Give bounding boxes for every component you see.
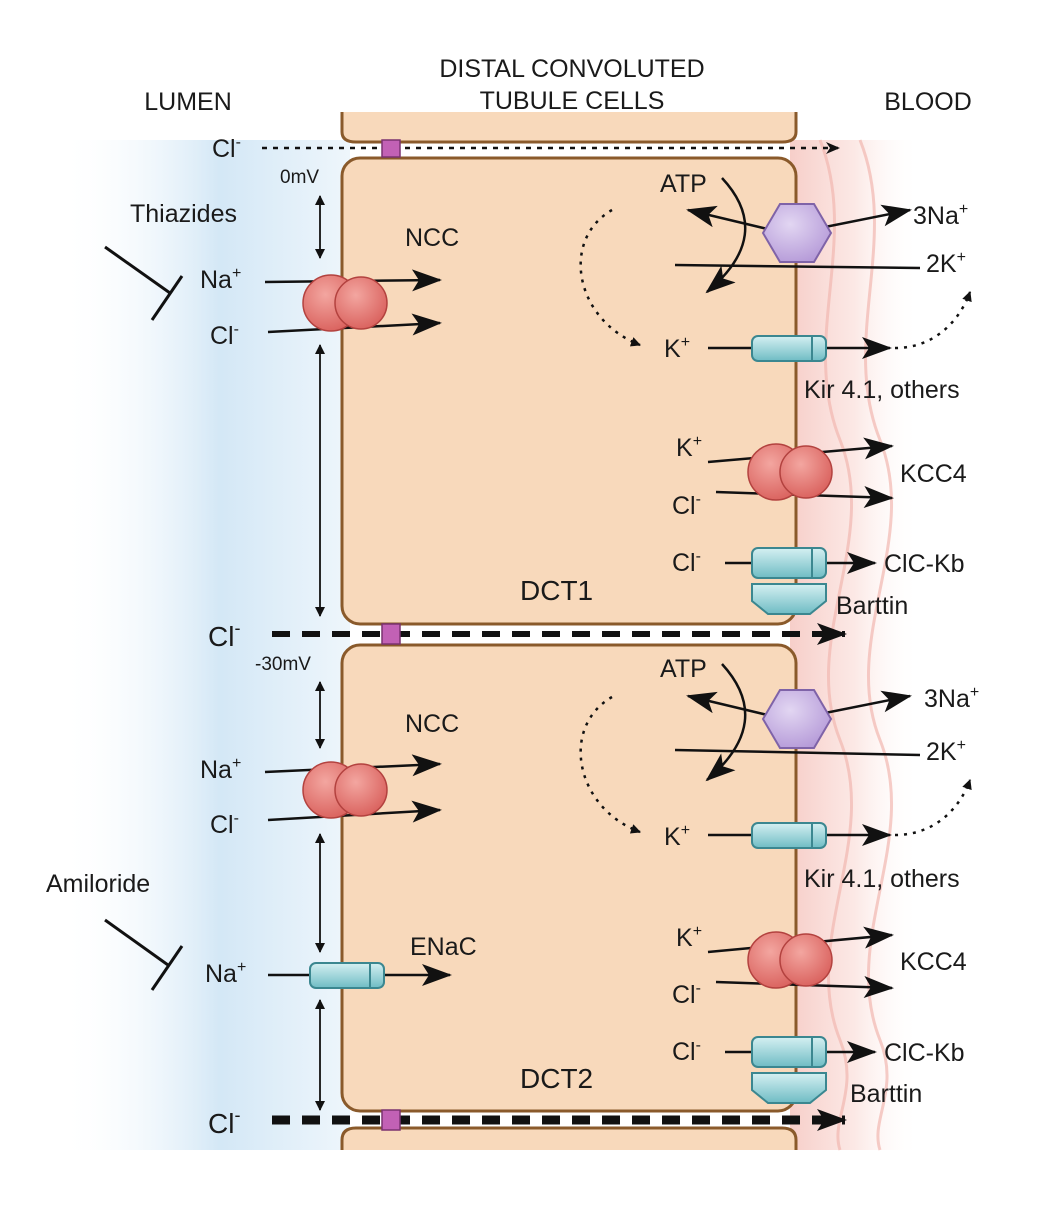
na-k-atpase-dct1 [761, 203, 833, 263]
atp-label-dct1: ATP [660, 170, 707, 198]
dct1-cell-label: DCT1 [520, 575, 593, 606]
amiloride-label: Amiloride [46, 870, 150, 898]
dct1-cell [340, 156, 798, 626]
cl-ion-ncc2: Cl- [210, 810, 239, 839]
k-ion-kcc4-dct1: K+ [676, 433, 702, 462]
dct2-cell-label: DCT2 [520, 1063, 593, 1094]
clckb-channel-dct1 [751, 547, 827, 579]
thiazides-inhibitor-symbol [104, 245, 184, 321]
kcc4-transporter-dct2 [747, 931, 833, 989]
na-k-atpase-dct2 [761, 689, 833, 749]
ncc1-label: NCC [405, 224, 459, 252]
voltage-dct1: 0mV [280, 167, 319, 188]
cl-ion-middle: Cl- [208, 618, 240, 652]
amiloride-inhibitor-symbol [104, 918, 184, 991]
ncc1-transporter [302, 274, 388, 332]
kcc4-label-dct1: KCC4 [900, 460, 967, 488]
clckb-label-dct1: ClC-Kb [884, 550, 965, 578]
cl-ion-clckb-dct2: Cl- [672, 1037, 701, 1066]
voltage-dct2: -30mV [255, 654, 311, 675]
k-recycle-arrow-dct1 [579, 208, 641, 347]
enac-channel [309, 962, 385, 989]
tight-junction-top [381, 139, 401, 158]
tight-junction-bottom [381, 1109, 401, 1131]
dct2-cell [340, 643, 798, 1113]
barttin-subunit-dct2 [751, 1072, 827, 1104]
kir-channel-dct2 [751, 822, 827, 849]
barttin-label-dct2: Barttin [850, 1080, 922, 1108]
na3-label-dct1: 3Na+ [913, 201, 968, 230]
top-partial-cell [340, 112, 798, 144]
atpase-flux-dct1 [674, 177, 921, 294]
kir-label-dct1: Kir 4.1, others [804, 376, 960, 404]
k-ion-kcc4-dct2: K+ [676, 923, 702, 952]
kcc4-label-dct2: KCC4 [900, 948, 967, 976]
kir-label-dct2: Kir 4.1, others [804, 865, 960, 893]
clckb-label-dct2: ClC-Kb [884, 1039, 965, 1067]
dct-header-line2: TUBULE CELLS [480, 87, 665, 115]
tight-junction-middle [381, 623, 401, 645]
na3-label-dct2: 3Na+ [924, 684, 979, 713]
atp-label-dct2: ATP [660, 655, 707, 683]
bottom-partial-cell [340, 1126, 798, 1150]
cl-ion-kcc4-dct1: Cl- [672, 491, 701, 520]
cl-ion-clckb-dct1: Cl- [672, 548, 701, 577]
dct-header-line1: DISTAL CONVOLUTED [439, 55, 704, 83]
cl-ion-bottom: Cl- [208, 1105, 240, 1139]
na-ion-enac: Na+ [205, 959, 246, 988]
na-ion-ncc1: Na+ [200, 265, 241, 294]
na-ion-ncc2: Na+ [200, 755, 241, 784]
blood-wavy-lines [818, 139, 894, 1151]
kir-channel-dct1 [751, 335, 827, 362]
ncc2-label: NCC [405, 710, 459, 738]
barttin-subunit-dct1 [751, 583, 827, 615]
k-ion-kir-dct2: K+ [664, 822, 690, 851]
enac-label: ENaC [410, 933, 477, 961]
barttin-label-dct1: Barttin [836, 592, 908, 620]
thiazides-label: Thiazides [130, 200, 237, 228]
cl-ion-top: Cl- [212, 134, 241, 163]
lumen-header: LUMEN [144, 88, 232, 116]
ncc2-transporter [302, 761, 388, 819]
blood-header: BLOOD [884, 88, 972, 116]
clckb-channel-dct2 [751, 1036, 827, 1068]
k-exit-dotted-dct1 [894, 291, 972, 350]
lumen-region [60, 140, 350, 1150]
k-recycle-arrow-dct2 [579, 695, 641, 834]
k2-label-dct1: 2K+ [926, 249, 966, 278]
kcc4-transporter-dct1 [747, 443, 833, 501]
cl-ion-ncc1: Cl- [210, 321, 239, 350]
k-ion-kir-dct1: K+ [664, 334, 690, 363]
k2-label-dct2: 2K+ [926, 737, 966, 766]
cl-ion-kcc4-dct2: Cl- [672, 980, 701, 1009]
blood-region [790, 140, 920, 1150]
